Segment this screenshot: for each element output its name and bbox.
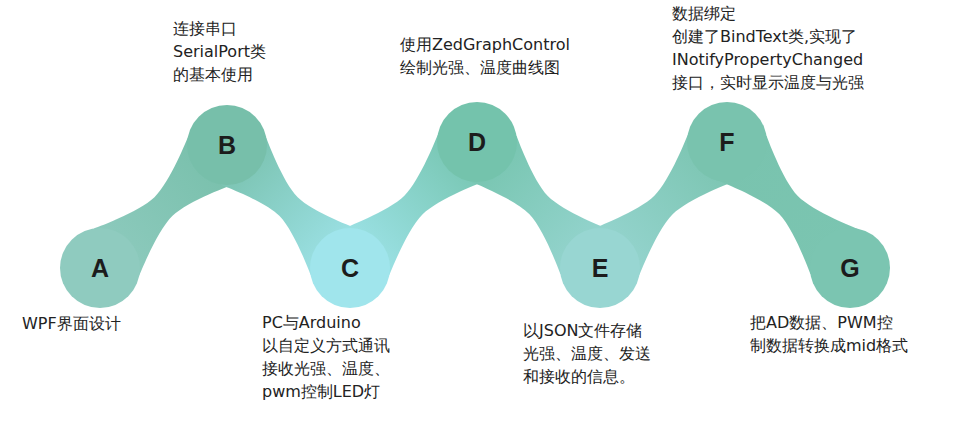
circle-fill [560,228,640,308]
step-description: PC与Arduino 以自定义方式通讯 接收光强、温度、 pwm控制LED灯 [262,311,392,403]
step-circle: AWPF界面设计 [60,228,140,308]
circle-fill [60,228,140,308]
step-circle: CPC与Arduino 以自定义方式通讯 接收光强、温度、 pwm控制LED灯 [310,228,390,308]
circle-fill [187,105,267,185]
step-description: 把AD数据、PWM控 制数据转换成mid格式 [750,311,911,357]
step-circle: F数据绑定 创建了BindText类,实现了 INotifyPropertyCh… [687,102,767,182]
step-letter: E [592,256,609,281]
step-letter: B [218,133,236,158]
circle-fill [687,102,767,182]
circle-fill [810,228,890,308]
step-circle: G把AD数据、PWM控 制数据转换成mid格式 [810,228,890,308]
step-letter: A [91,256,109,281]
step-circle: E以JSON文件存储 光强、温度、发送 和接收的信息。 [560,228,640,308]
step-circle: D使用ZedGraphControl 绘制光强、温度曲线图 [437,102,517,182]
step-letter: D [468,130,486,155]
step-description: WPF界面设计 [22,312,123,335]
step-description: 以JSON文件存储 光强、温度、发送 和接收的信息。 [523,319,653,388]
step-description: 数据绑定 创建了BindText类,实现了 INotifyPropertyCha… [672,2,866,94]
circle-fill [437,102,517,182]
step-description: 连接串口 SerialPort类 的基本使用 [173,17,268,86]
step-letter: G [840,256,859,281]
step-letter: F [719,130,734,155]
step-letter: C [341,256,359,281]
step-circle: B连接串口 SerialPort类 的基本使用 [187,105,267,185]
circle-fill [310,228,390,308]
step-description: 使用ZedGraphControl 绘制光强、温度曲线图 [400,33,572,79]
